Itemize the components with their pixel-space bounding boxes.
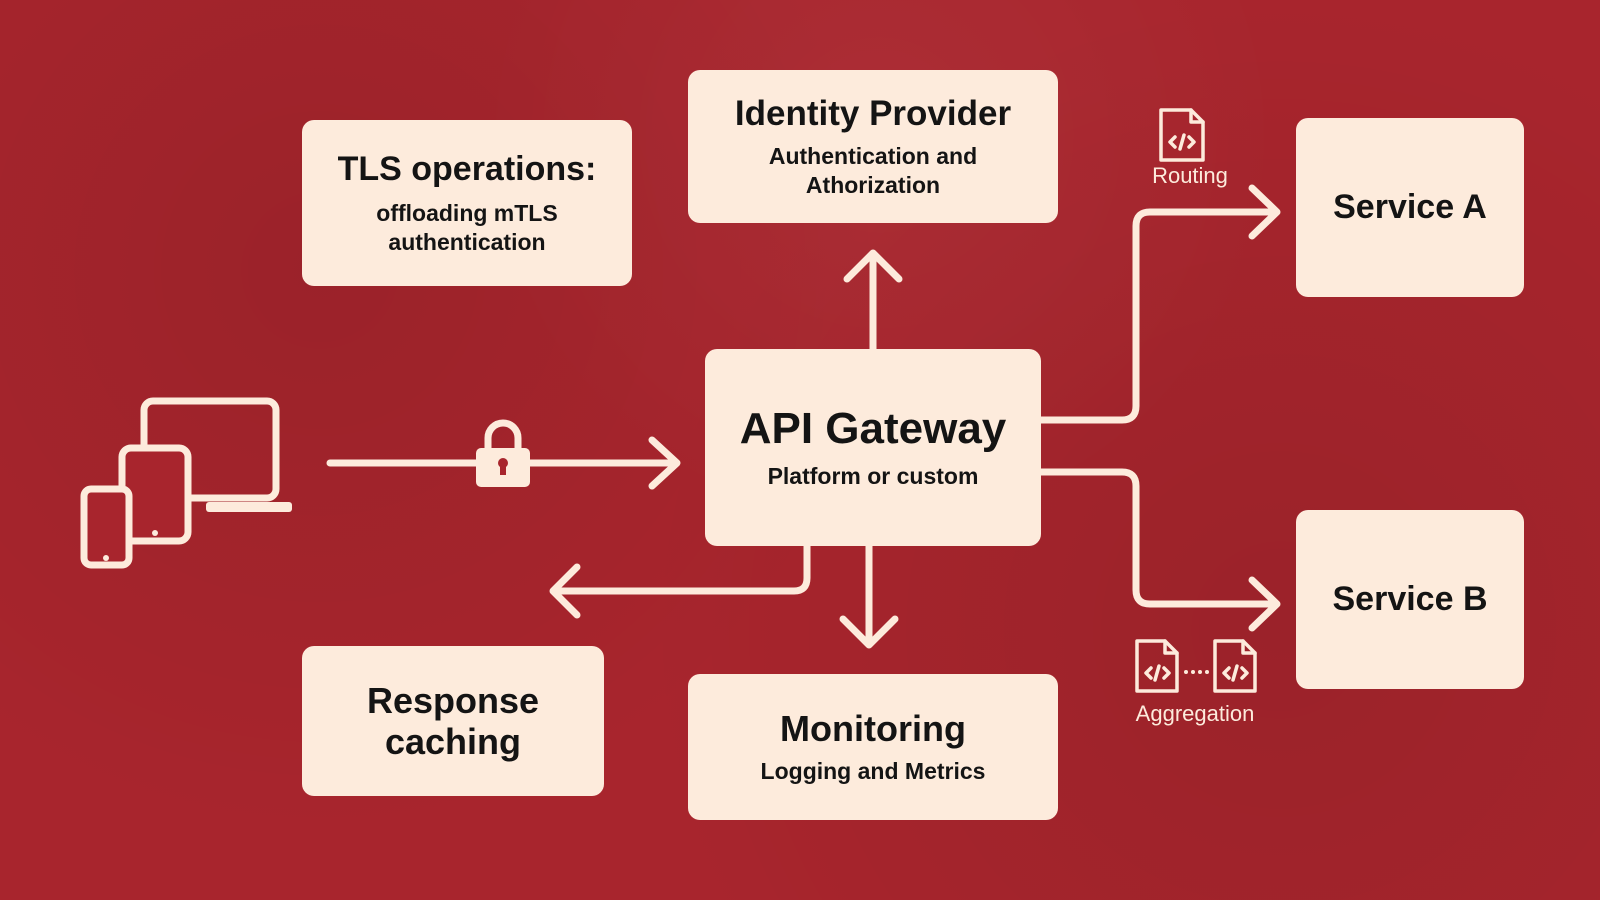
routing-code-file-icon (1159, 108, 1205, 162)
gateway-to-cache-line (551, 542, 811, 595)
api-gateway-subtitle: Platform or custom (767, 463, 979, 490)
monitoring-title: Monitoring (780, 707, 966, 749)
identity-provider-box: Identity Provider Authentication and Ath… (688, 70, 1058, 223)
client-to-gateway-arrowhead (648, 436, 681, 490)
gateway-to-service-b-arrowhead (1248, 576, 1281, 632)
monitoring-box: Monitoring Logging and Metrics (688, 674, 1058, 820)
response-caching-box: Response caching (302, 646, 604, 796)
identity-provider-subtitle: Authentication and Athorization (768, 142, 978, 198)
routing-label: Routing (1152, 163, 1228, 188)
aggregation-dotted-link (1184, 670, 1209, 674)
service-a-box: Service A (1296, 118, 1524, 297)
gateway-to-service-b-line (1037, 468, 1280, 608)
aggregation-code-file-icon-left (1135, 639, 1179, 693)
service-b-title: Service B (1332, 579, 1488, 618)
api-gateway-title: API Gateway (739, 403, 1007, 453)
service-a-title: Service A (1333, 187, 1487, 226)
gateway-to-idp-arrowhead (843, 249, 903, 283)
identity-provider-title: Identity Provider (734, 93, 1012, 133)
monitoring-subtitle: Logging and Metrics (760, 758, 986, 785)
service-b-box: Service B (1296, 510, 1524, 689)
response-caching-title: Response caching (366, 679, 540, 762)
gateway-to-cache-arrowhead (549, 563, 581, 619)
gateway-to-monitoring-arrowhead (839, 615, 899, 649)
aggregation-label: Aggregation (1135, 701, 1255, 726)
tls-operations-subtitle: offloading mTLS authentication (376, 199, 558, 255)
aggregation-code-file-icon-right (1213, 639, 1257, 693)
devices-icon (80, 397, 292, 569)
tls-operations-title: TLS operations: (337, 149, 597, 188)
tls-operations-box: TLS operations: offloading mTLS authenti… (302, 120, 632, 286)
gateway-to-service-a-line (1037, 208, 1280, 424)
lock-icon (476, 419, 530, 487)
api-gateway-box: API Gateway Platform or custom (705, 349, 1041, 546)
gateway-to-service-a-arrowhead (1248, 184, 1281, 240)
